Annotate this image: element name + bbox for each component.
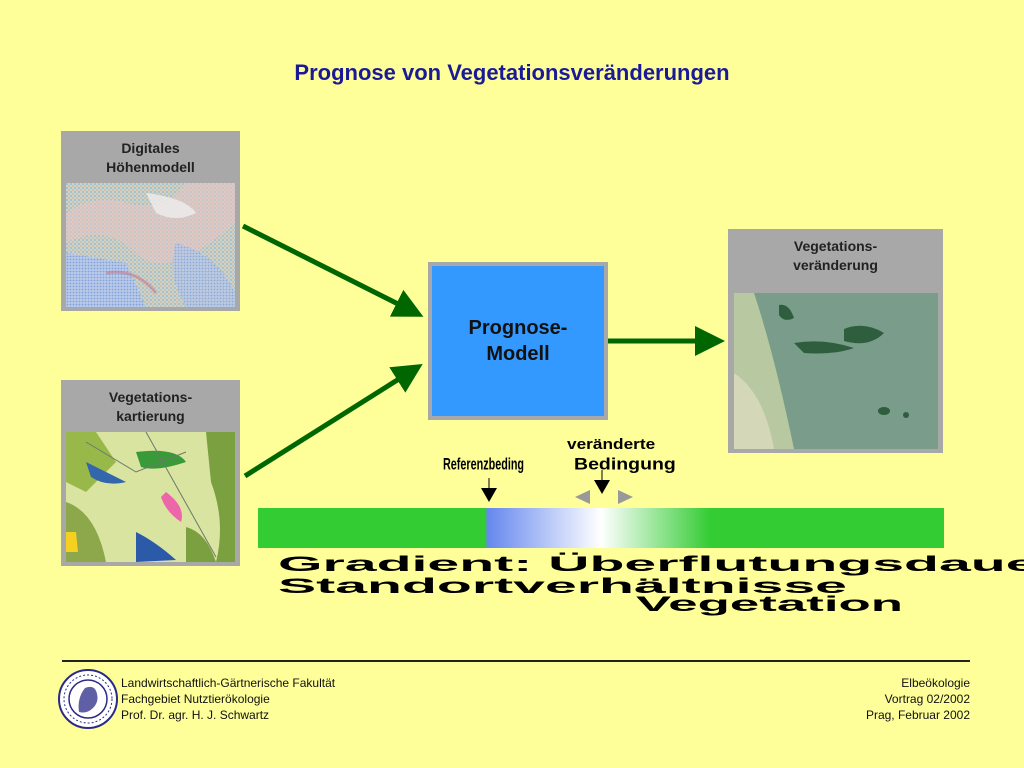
footer-left: Landwirtschaftlich-Gärtnerische Fakultät… bbox=[121, 675, 335, 723]
changed-condition-label-top: veränderte bbox=[567, 436, 656, 453]
professor-name: Prof. Dr. agr. H. J. Schwartz bbox=[121, 708, 270, 722]
vegetation-change-map-image bbox=[734, 293, 938, 449]
talk-id: Vortrag 02/2002 bbox=[884, 692, 970, 706]
footer-divider bbox=[62, 660, 970, 662]
arrow-vegmap-to-model bbox=[243, 364, 423, 479]
caption-line-1: Gradient: Überflutungsdauer bbox=[278, 552, 1024, 576]
dem-label: Digitales Höhenmodell bbox=[106, 140, 195, 175]
shift-left-icon bbox=[575, 490, 590, 504]
pointer-changed-icon bbox=[594, 480, 610, 494]
university-seal-icon bbox=[58, 669, 118, 729]
shift-right-icon bbox=[618, 490, 633, 504]
faculty-name: Landwirtschaftlich-Gärtnerische Fakultät bbox=[121, 676, 336, 690]
vegetation-change-panel: Vegetations- veränderung bbox=[728, 229, 943, 453]
department-name: Fachgebiet Nutztierökologie bbox=[121, 692, 270, 706]
changed-condition-label-bottom: Bedingung bbox=[574, 455, 676, 474]
dem-map-image bbox=[66, 183, 235, 307]
caption-line-2: Standortverhältnisse bbox=[278, 574, 847, 598]
page-title: Prognose von Vegetationsveränderungen bbox=[294, 60, 730, 85]
gradient-bar bbox=[258, 508, 944, 548]
caption-line-3: Vegetation bbox=[636, 592, 903, 616]
vegetation-map-image bbox=[66, 432, 235, 562]
dem-panel: Digitales Höhenmodell bbox=[61, 131, 240, 311]
pointer-reference-icon bbox=[481, 488, 497, 502]
prognosis-model-box: Prognose- Modell bbox=[428, 262, 608, 420]
topic-name: Elbeökologie bbox=[901, 676, 970, 690]
vegetation-change-label: Vegetations- veränderung bbox=[793, 238, 878, 273]
venue-date: Prag, Februar 2002 bbox=[865, 708, 970, 722]
vegetation-mapping-label: Vegetations- kartierung bbox=[108, 389, 193, 424]
footer-right: Elbeökologie Vortrag 02/2002 Prag, Febru… bbox=[866, 675, 970, 723]
reference-condition-label: Referenzbeding bbox=[443, 455, 525, 474]
model-label: Prognose- Modell bbox=[468, 317, 568, 365]
arrow-dem-to-model bbox=[241, 223, 424, 317]
vegetation-mapping-panel: Vegetations- kartierung bbox=[61, 380, 240, 566]
